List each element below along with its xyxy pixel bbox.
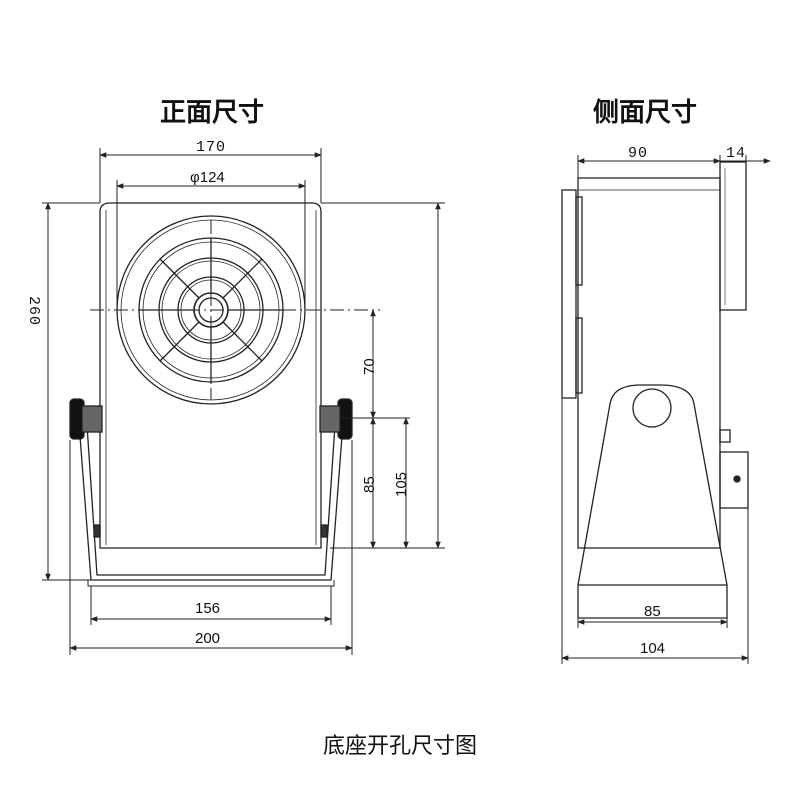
- side-rear-switch: [719, 451, 749, 509]
- side-grille-plate: [561, 189, 577, 399]
- front-dimension-lines: [42, 148, 445, 655]
- front-view-title: 正面尺寸: [160, 98, 265, 128]
- front-bracket: [77, 409, 345, 581]
- side-view-title: 侧面尺寸: [593, 98, 698, 128]
- dim-base-width: 200: [195, 630, 220, 647]
- side-body: [577, 177, 721, 549]
- dim-height: 260: [25, 296, 42, 326]
- diagram-caption: 底座开孔尺寸图: [322, 734, 477, 759]
- side-rear-panel: [719, 161, 747, 311]
- front-housing: [99, 202, 322, 549]
- side-stand: [577, 384, 728, 619]
- side-dimension-lines: [561, 155, 771, 664]
- dim-base-height: 105: [393, 472, 410, 497]
- dim-fan-diameter: φ124: [190, 169, 225, 186]
- dim-pivot-height: 85: [361, 476, 378, 493]
- dim-axis-height: 70: [361, 358, 378, 375]
- dim-stand-hole-spacing: 85: [644, 603, 661, 620]
- dim-base-hole-spacing: 156: [195, 600, 220, 617]
- dim-knob-depth: 14: [726, 145, 746, 162]
- side-view: [561, 161, 749, 619]
- side-stand-knob: [632, 388, 672, 428]
- dim-body-depth: 90: [628, 145, 648, 162]
- dim-stand-depth: 104: [640, 640, 665, 657]
- dim-overall-width: 170: [196, 139, 226, 156]
